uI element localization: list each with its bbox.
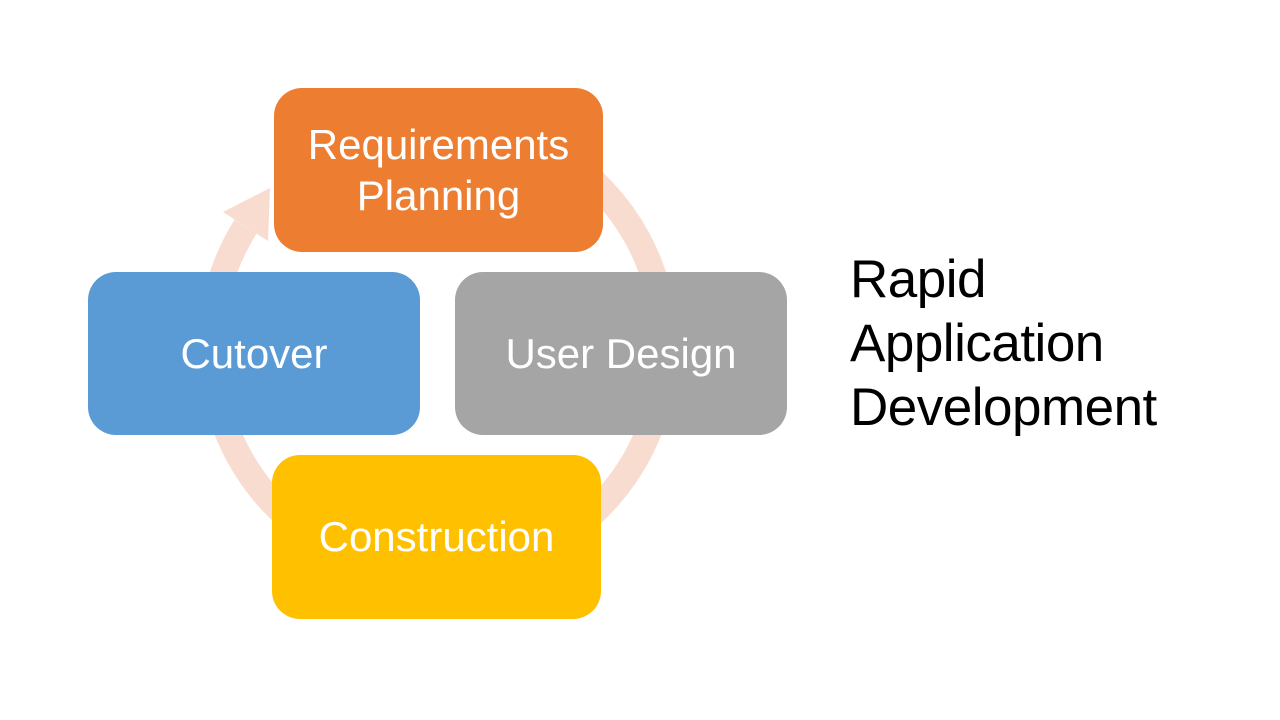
phase-box-requirements-planning: Requirements Planning xyxy=(274,88,603,252)
phase-label-construction: Construction xyxy=(318,513,555,561)
phase-box-user-design: User Design xyxy=(455,272,787,435)
phase-box-cutover: Cutover xyxy=(88,272,420,435)
phase-label-user-design: User Design xyxy=(505,329,737,377)
phase-box-construction: Construction xyxy=(272,455,601,619)
phase-label-cutover: Cutover xyxy=(180,329,328,377)
phase-label-requirements-planning: Requirements Planning xyxy=(307,120,570,219)
diagram-title: Rapid Application Development xyxy=(850,250,1157,437)
cycle-arrow-head xyxy=(223,188,270,241)
